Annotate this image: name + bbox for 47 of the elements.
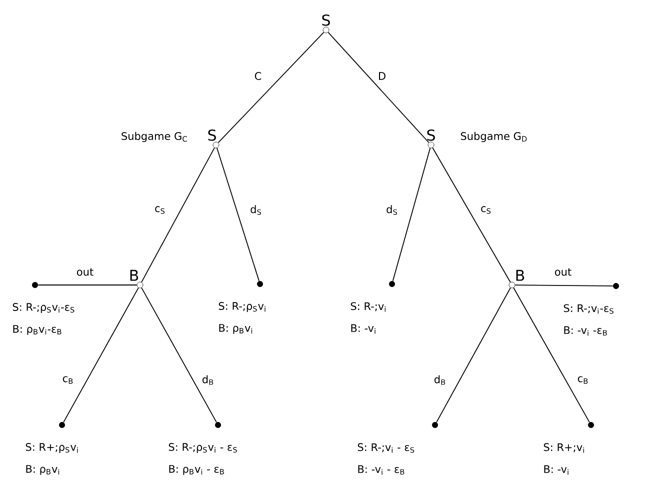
payoff-text: B: -v$_{i}$ [351,324,376,334]
payoff-text: S: R-;ρ$_{S}$v$_{i}$ - ε$_{S}$ [168,443,237,453]
edge-label: d$_{B}$ [200,374,216,386]
payoff-text: B: -v$_{i}$ - ε$_{B}$ [358,465,404,475]
payoff-text: S: R-;v$_{i}$-ε$_{S}$ [564,304,614,314]
edge-label: out [75,267,95,277]
subgame-label: Subgame G$_{C}$ [122,132,187,142]
edge-label: c$_{S}$ [154,205,166,215]
edge-label: d$_{S}$ [249,204,263,216]
branch-line [514,284,614,286]
branch-line [216,148,260,282]
payoff-text: S: R+;v$_{i}$ [544,443,584,453]
branch-line [38,284,138,286]
branch-line [141,147,215,283]
edge-label: c$_{B}$ [61,375,75,385]
branch-line [218,32,324,144]
edge-label: d$_{S}$ [385,204,399,216]
edge-label: d$_{B}$ [432,374,448,386]
branch-line [328,32,430,144]
payoff-text: B: ρ$_{B}$v$_{i}$-ε$_{B}$ [13,325,62,335]
player-label: S [427,129,435,141]
payoff-text: B: -v$_{i}$ [544,465,568,475]
edge-label: c$_{S}$ [480,205,492,215]
branch-line [141,287,217,423]
branch-line [432,147,511,283]
payoff-text: S: R-;v$_{i}$ [350,302,386,312]
player-label: B [516,270,524,281]
edge-label: c$_{B}$ [576,375,590,385]
edge-label: C [253,71,263,81]
branch-line [392,148,431,282]
payoff-text: S: R+;ρ$_{S}$v$_{i}$ [26,443,78,453]
payoff-text: S: R-;ρ$_{S}$v$_{i}$-ε$_{S}$ [12,303,74,313]
edge-label: D [376,71,388,81]
player-label: B [130,270,138,281]
branch-line [63,287,139,423]
payoff-text: B: ρ$_{B}$v$_{i}$ [26,465,60,475]
payoff-text: B: ρ$_{B}$v$_{i}$ [219,324,252,334]
player-label: S [208,129,216,141]
payoff-text: B: -v$_{i}$ -ε$_{B}$ [564,326,607,336]
player-label: S [322,14,330,26]
subgame-label: Subgame G$_{D}$ [460,132,527,142]
payoff-text: S: R-;v$_{i}$ - ε$_{S}$ [358,443,414,453]
payoff-text: B: ρ$_{B}$v$_{i}$ - ε$_{B}$ [169,465,224,475]
branch-line [513,287,590,423]
edge-label: out [553,267,573,277]
payoff-text: S: R-;ρ$_{S}$v$_{i}$ [218,302,266,312]
branch-line [436,287,511,423]
